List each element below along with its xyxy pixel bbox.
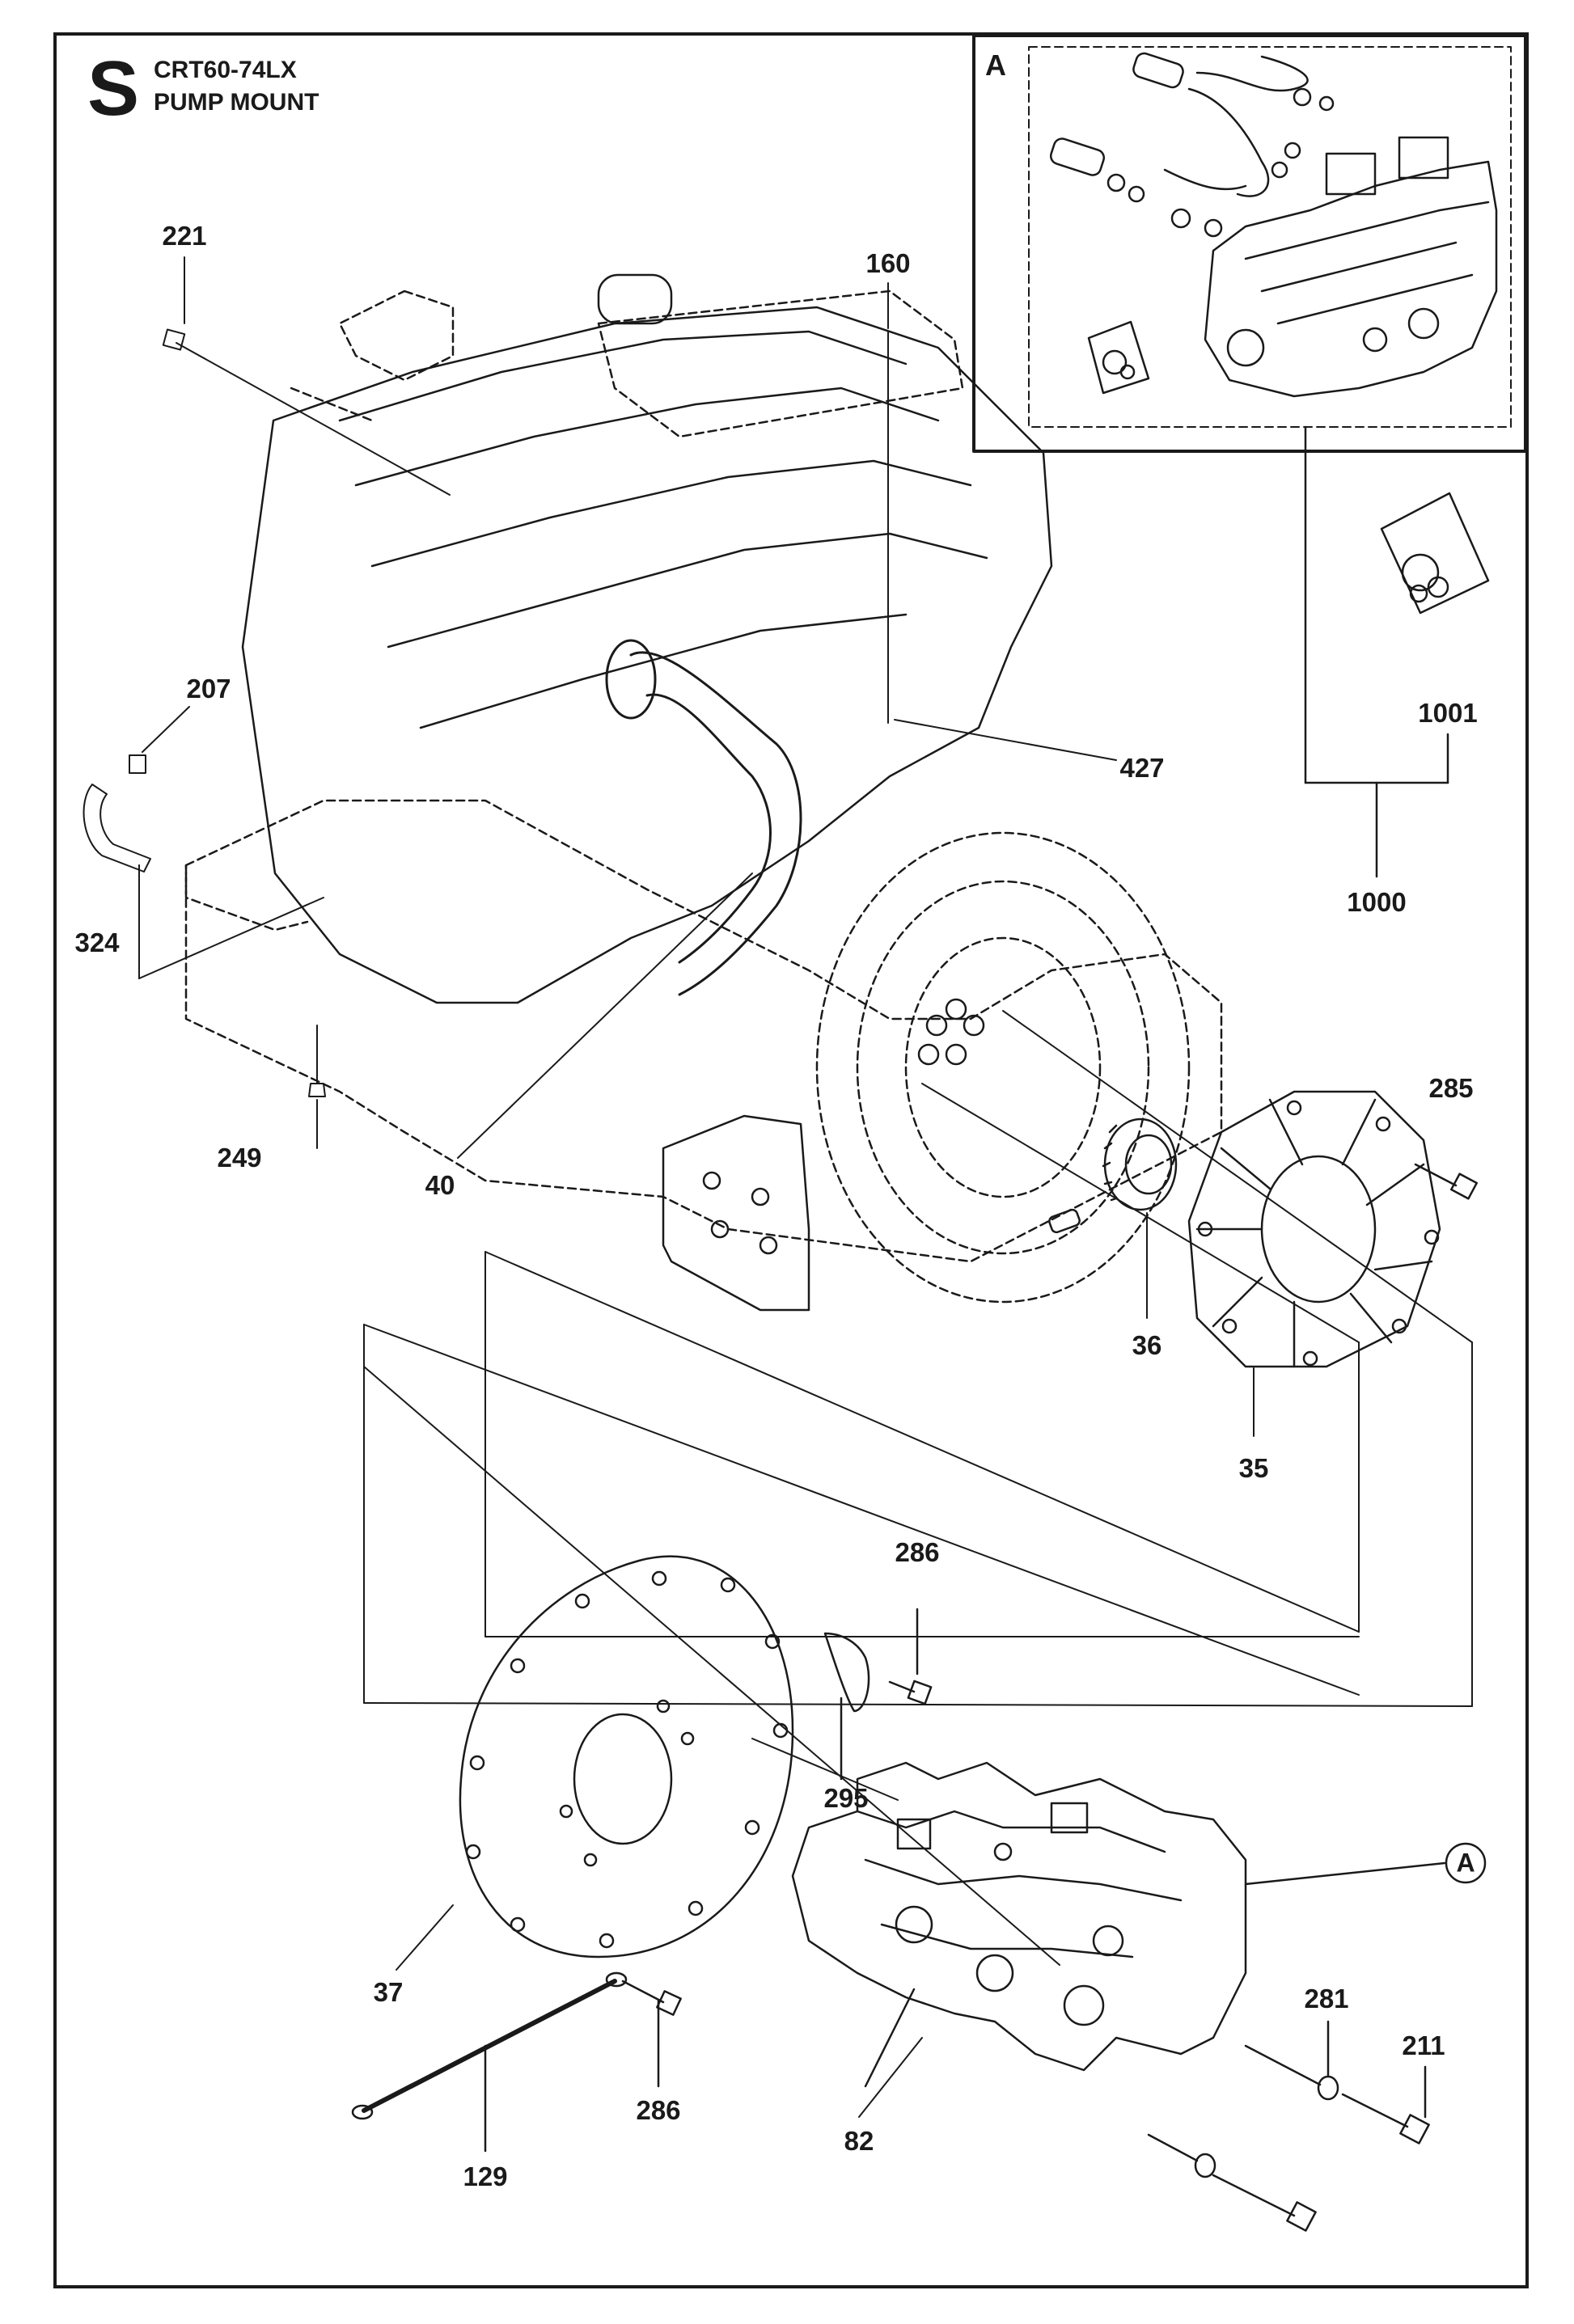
clamp-295 xyxy=(823,1632,870,1781)
inset-dashed-box xyxy=(1028,46,1512,428)
callout-286-lower[interactable]: 286 xyxy=(636,2095,681,2125)
bolt-285 xyxy=(1414,1163,1479,1200)
tie-rod xyxy=(351,1971,628,2153)
adapter-plate xyxy=(459,1555,794,1958)
callout-281[interactable]: 281 xyxy=(1304,1984,1349,2013)
callout-35[interactable]: 35 xyxy=(1238,1453,1269,1483)
coupling xyxy=(1048,1118,1178,1234)
diagram-frame xyxy=(53,32,1529,2288)
reference-leader xyxy=(1244,1861,1446,1886)
callout-1001[interactable]: 1001 xyxy=(1418,698,1478,728)
callout-1000[interactable]: 1000 xyxy=(1347,887,1407,917)
seal-kit-bag xyxy=(1380,492,1490,615)
callout-129[interactable]: 129 xyxy=(463,2161,508,2191)
flywheel-housing xyxy=(815,831,1191,1304)
callout-40[interactable]: 40 xyxy=(425,1170,455,1200)
callout-207[interactable]: 207 xyxy=(186,674,231,704)
callout-37[interactable]: 37 xyxy=(373,1977,404,2007)
washer-281 xyxy=(1244,2020,1339,2101)
callout-285[interactable]: 285 xyxy=(1428,1073,1474,1103)
callout-160[interactable]: 160 xyxy=(865,248,911,278)
inset-pump xyxy=(1204,136,1498,398)
hydraulic-pump xyxy=(791,1761,1247,2088)
engine-assembly xyxy=(184,273,1223,1312)
inset-box xyxy=(972,34,1527,453)
model-number: CRT60-74LX xyxy=(154,57,297,83)
callout-427[interactable]: 427 xyxy=(1119,753,1165,783)
kit-bracket-lines xyxy=(1304,425,1449,878)
leader-lines xyxy=(83,256,1255,2118)
callout-36[interactable]: 36 xyxy=(1132,1330,1162,1360)
bolt-211 xyxy=(1341,2065,1430,2144)
explode-lines xyxy=(363,1010,1473,1966)
bolt-286-lower xyxy=(621,1980,682,2088)
bell-housing-plate xyxy=(1187,1090,1441,1368)
callout-286-upper[interactable]: 286 xyxy=(895,1537,940,1567)
inset-label: A xyxy=(985,49,1006,82)
callout-221[interactable]: 221 xyxy=(162,221,207,251)
section-letter: S xyxy=(87,45,140,132)
callout-295[interactable]: 295 xyxy=(823,1783,869,1813)
callout-82[interactable]: 82 xyxy=(844,2126,874,2156)
reference-marker-label: A xyxy=(1456,1848,1475,1878)
washer-bolt-lower xyxy=(1147,2133,1317,2232)
page-title: PUMP MOUNT xyxy=(154,89,319,116)
inset-seal-kit xyxy=(1087,320,1150,395)
callout-324[interactable]: 324 xyxy=(74,927,120,957)
inset-hose-assembly xyxy=(1049,52,1335,238)
flywheel-hub xyxy=(917,998,985,1066)
bolt-286-upper xyxy=(888,1608,933,1705)
callout-211[interactable]: 211 xyxy=(1402,2030,1445,2060)
reference-circle xyxy=(1445,1842,1487,1884)
callout-249[interactable]: 249 xyxy=(217,1143,262,1173)
